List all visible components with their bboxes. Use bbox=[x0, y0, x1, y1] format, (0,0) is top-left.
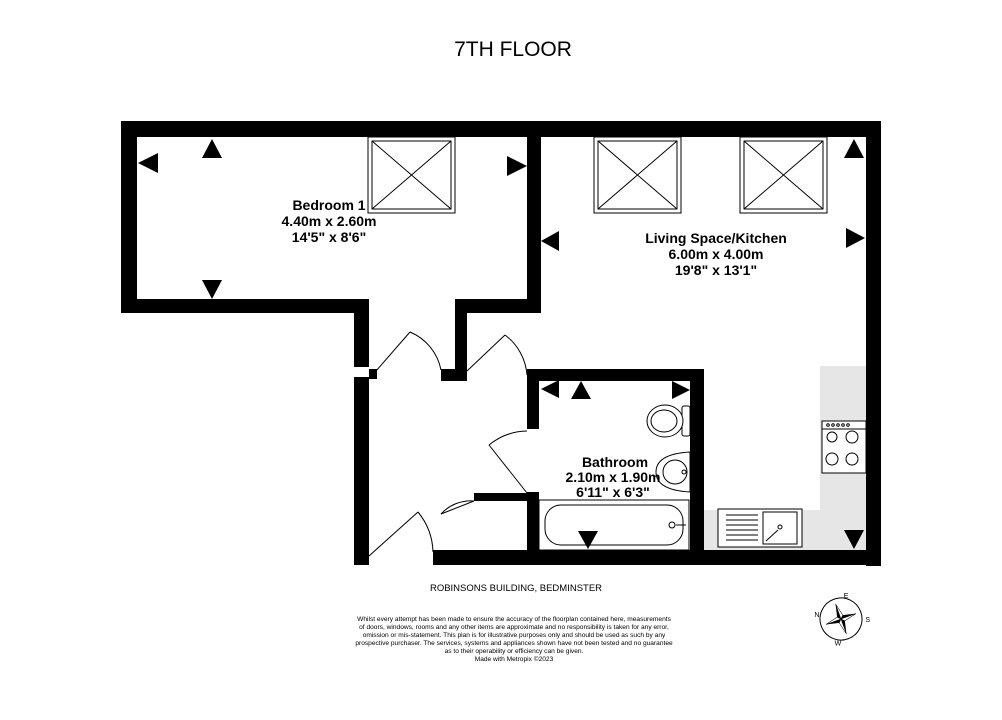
hob-icon bbox=[821, 420, 867, 474]
label-bedroom: Bedroom 1 4.40m x 2.60m 14'5" x 8'6" bbox=[282, 197, 377, 245]
bedroom-imperial: 14'5" x 8'6" bbox=[292, 229, 366, 245]
compass-e: E bbox=[844, 593, 849, 600]
basin-icon bbox=[655, 451, 691, 493]
dimension-arrows bbox=[138, 139, 865, 549]
door-bedroom bbox=[375, 331, 442, 372]
door-living bbox=[466, 334, 528, 376]
bedroom-metric: 4.40m x 2.60m bbox=[282, 213, 377, 229]
disclaimer-line: as to their operability or efficiency ca… bbox=[445, 648, 584, 655]
building-name: ROBINSONS BUILDING, BEDMINSTER bbox=[430, 583, 602, 594]
disclaimer-line: Whilst every attempt has been made to en… bbox=[357, 616, 671, 623]
walls bbox=[121, 121, 881, 566]
label-living: Living Space/Kitchen 6.00m x 4.00m 19'8"… bbox=[645, 230, 787, 278]
skylight-living-2 bbox=[739, 136, 828, 214]
living-name: Living Space/Kitchen bbox=[645, 230, 787, 246]
bathroom-imperial: 6'11" x 6'3" bbox=[576, 484, 650, 500]
door-entrance bbox=[368, 511, 434, 557]
toilet-icon bbox=[646, 404, 691, 438]
compass-s: S bbox=[865, 617, 870, 624]
label-bathroom: Bathroom 2.10m x 1.90m 6'11" x 6'3" bbox=[566, 454, 661, 500]
bathtub-icon bbox=[538, 499, 690, 551]
disclaimer-line: Made with Metropix ©2023 bbox=[475, 655, 554, 663]
compass-icon: N E S W bbox=[814, 593, 870, 648]
skylight-bedroom bbox=[367, 136, 456, 214]
disclaimer-line: of doors, windows, rooms and any other i… bbox=[359, 624, 669, 631]
door-cupboard bbox=[440, 500, 475, 515]
disclaimer: Whilst every attempt has been made to en… bbox=[355, 616, 673, 663]
skylight-living-1 bbox=[593, 136, 682, 214]
disclaimer-line: prospective purchaser. The services, sys… bbox=[355, 640, 673, 647]
compass-w: W bbox=[835, 641, 842, 648]
floor-title: 7TH FLOOR bbox=[454, 38, 572, 61]
living-metric: 6.00m x 4.00m bbox=[669, 246, 764, 262]
living-imperial: 19'8" x 13'1" bbox=[675, 262, 757, 278]
disclaimer-line: omission or mis-statement. This plan is … bbox=[363, 632, 666, 639]
compass-n: N bbox=[814, 612, 819, 619]
bedroom-name: Bedroom 1 bbox=[292, 197, 365, 213]
bathroom-metric: 2.10m x 1.90m bbox=[566, 469, 661, 485]
sink-icon bbox=[717, 508, 803, 548]
door-bathroom bbox=[488, 430, 528, 494]
bathroom-name: Bathroom bbox=[582, 454, 648, 470]
